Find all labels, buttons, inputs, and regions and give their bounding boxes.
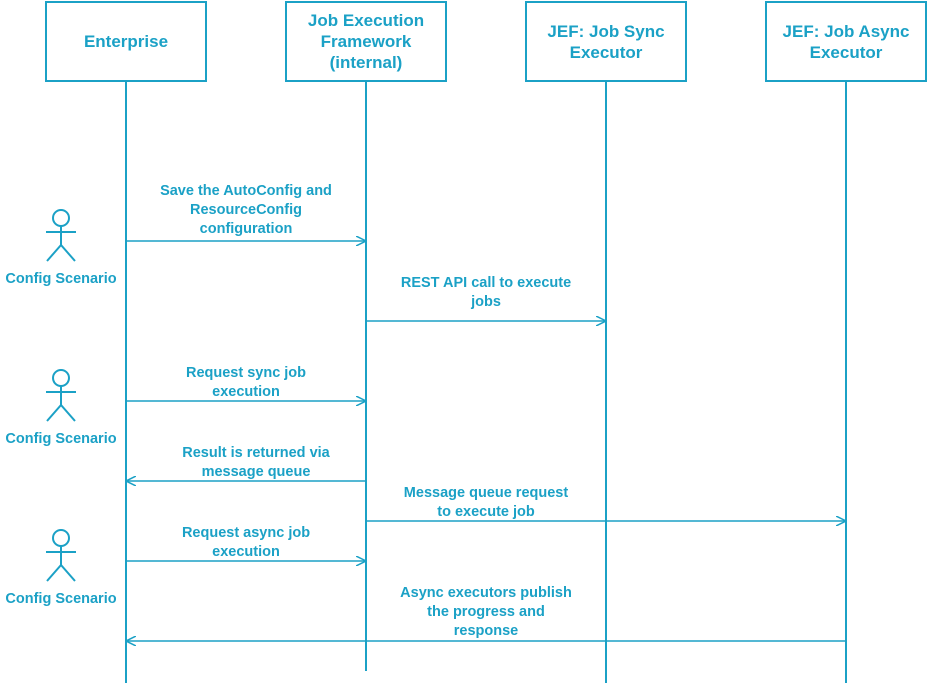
message-label-result-returned: Result is returned via message queue [182, 445, 330, 480]
participant-box-enterprise [45, 1, 207, 82]
actor-label-2: Config Scenario [5, 431, 117, 447]
message-label-request-async: Request async job execution [181, 525, 311, 560]
actor-label-1: Config Scenario [5, 271, 117, 287]
participant-box-async [765, 1, 927, 82]
participant-label-enterprise: Enterprise [83, 32, 169, 51]
participant-box-sync [525, 1, 687, 82]
message-label-rest-api-call: REST API call to execute jobs [400, 275, 572, 310]
participant-box-jef [285, 1, 447, 82]
message-label-message-queue-request: Message queue request to execute job [403, 485, 569, 520]
message-label-async-publish: Async executors publish the progress and… [400, 585, 572, 639]
actor-figure-1 [46, 209, 76, 262]
participant-label-sync: JEF: Job Sync Executor [547, 21, 665, 62]
participant-label-async: JEF: Job Async Executor [782, 21, 910, 62]
actor-label-3: Config Scenario [5, 591, 117, 607]
actor-figure-2 [46, 369, 76, 422]
participant-label-jef: Job Execution Framework (internal) [307, 11, 425, 72]
message-label-save-config: Save the AutoConfig and ResourceConfig c… [160, 183, 332, 237]
actor-figure-3 [46, 529, 76, 582]
message-label-request-sync: Request sync job execution [185, 365, 307, 400]
